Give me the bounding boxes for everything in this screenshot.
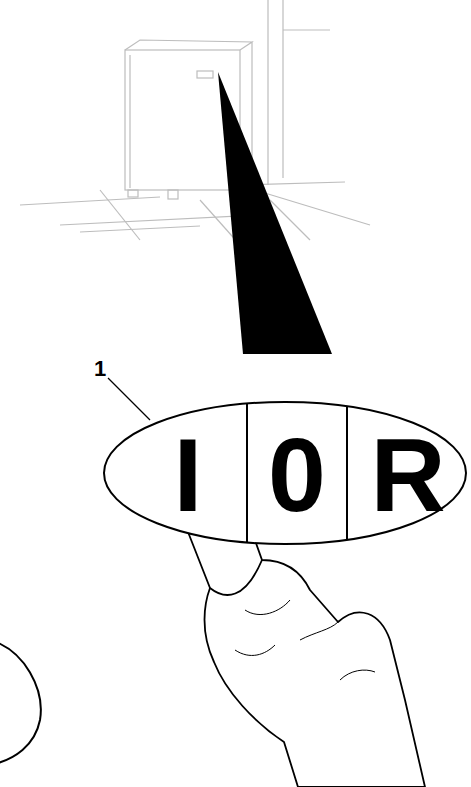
switch-position: R [370,423,445,527]
switch-position: I [174,423,203,527]
oval-border [104,402,466,544]
fridge-scene [20,0,370,245]
zoom-wedge [218,72,332,354]
divider [346,406,348,539]
divider [246,404,248,543]
switch-position: 0 [268,423,326,527]
partial-circle [0,640,41,765]
callout-number: 1 [94,358,106,380]
leader-line [108,378,150,420]
switch-oval: I0R [102,400,468,546]
